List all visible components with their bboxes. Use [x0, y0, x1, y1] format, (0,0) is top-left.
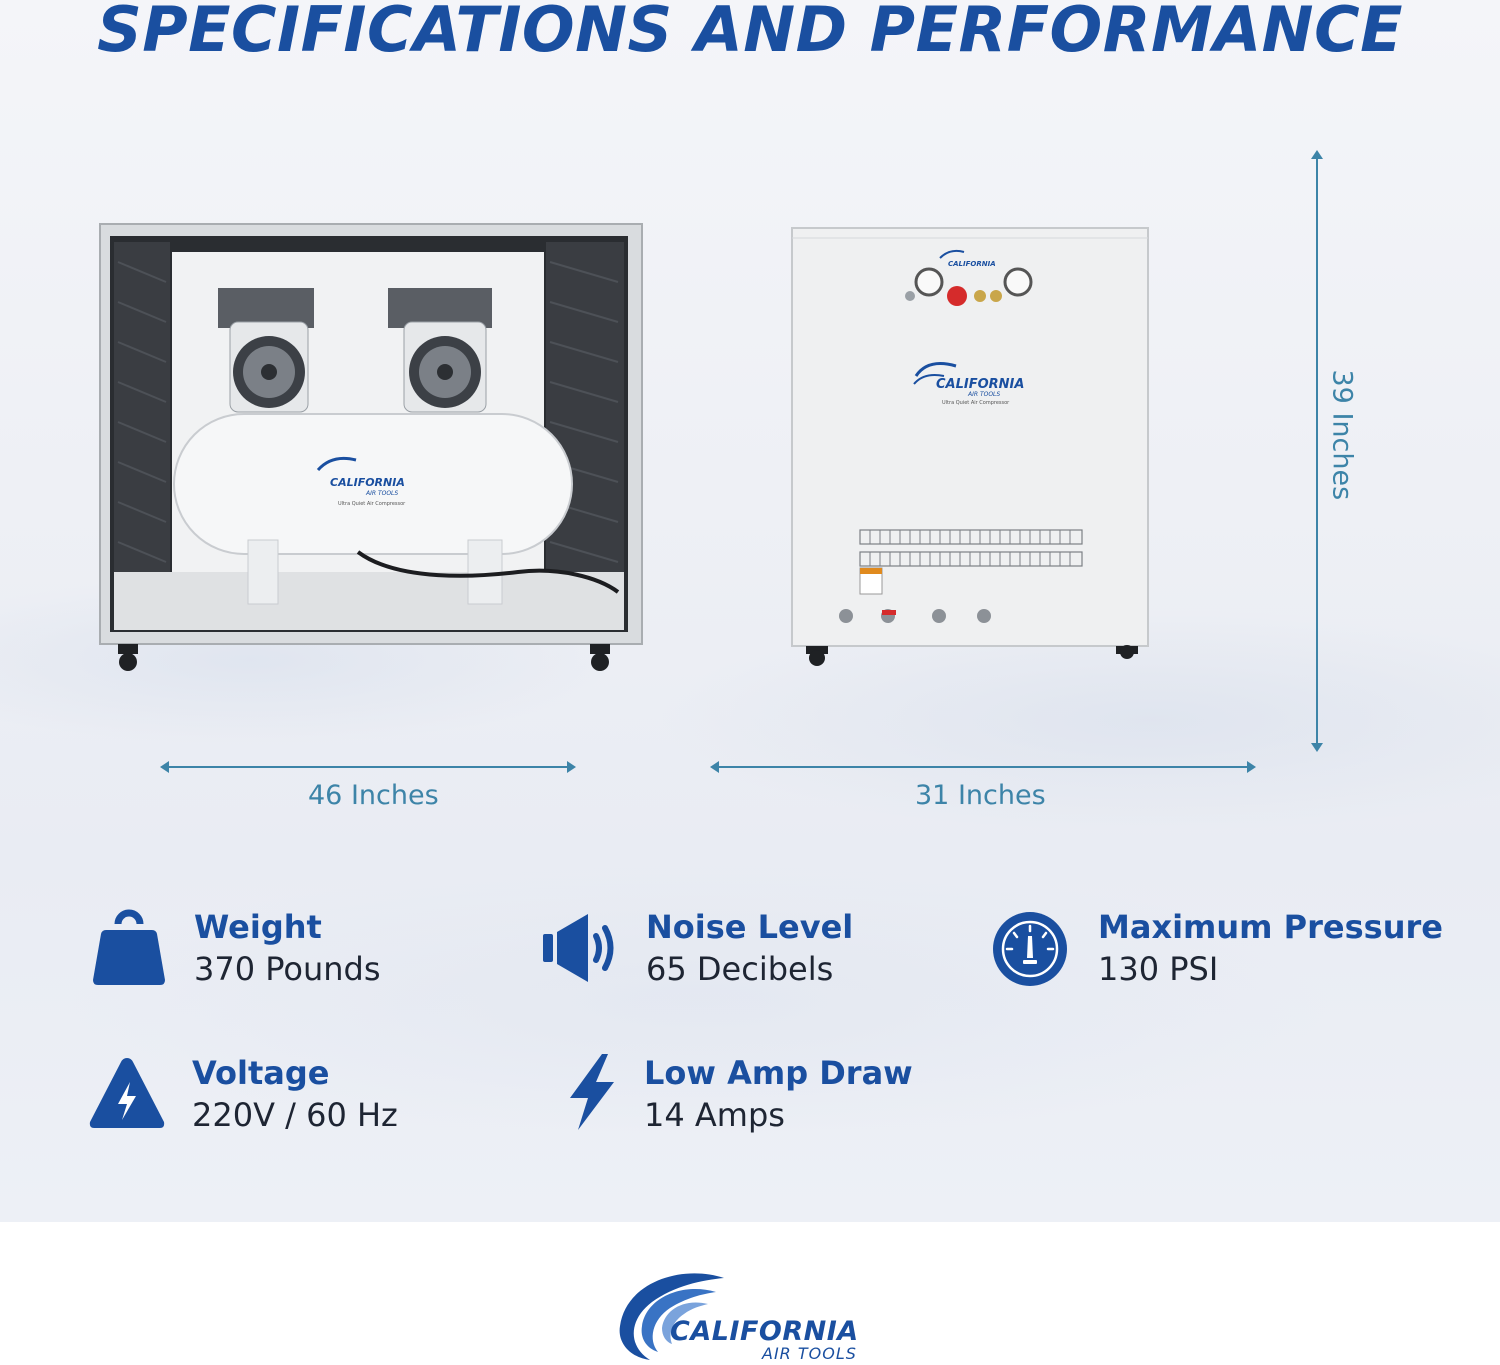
spec-voltage: Voltage 220V / 60 Hz — [88, 1052, 508, 1142]
closed-cabinet-compressor-image: CALIFORNIA CALIFORNIA AIR TOOLS Ultra Qu… — [791, 227, 1149, 666]
spec-maximum-pressure: Maximum Pressure 130 PSI — [992, 906, 1443, 996]
brand-swoosh-icon — [619, 1273, 724, 1360]
width-label-left: 46 Inches — [308, 780, 439, 811]
width-dimension-arrow-right — [710, 761, 1256, 773]
spec-noise-level: Noise Level 65 Decibels — [542, 906, 962, 996]
pressure-gauge-icon — [993, 912, 1067, 986]
width-dimension-arrow-left — [160, 761, 576, 773]
spec-name: Maximum Pressure — [1098, 908, 1443, 946]
spec-value: 220V / 60 Hz — [192, 1096, 398, 1134]
speaker-icon — [543, 914, 614, 982]
open-enclosure-compressor-image: CALIFORNIA AIR TOOLS Ultra Quiet Air Com… — [99, 223, 643, 671]
height-label: 39 Inches — [1326, 369, 1358, 501]
spec-value: 370 Pounds — [194, 950, 381, 988]
svg-text:CALIFORNIA: CALIFORNIA — [948, 260, 996, 268]
spec-value: 65 Decibels — [646, 950, 834, 988]
lightning-bolt-icon — [570, 1054, 614, 1130]
spec-name: Noise Level — [646, 908, 854, 946]
brand-subtitle: AIR TOOLS — [762, 1344, 857, 1363]
spec-name: Voltage — [192, 1054, 330, 1092]
spec-value: 130 PSI — [1098, 950, 1219, 988]
tank-badge-brand: CALIFORNIA — [330, 476, 405, 489]
weight-icon — [93, 909, 165, 985]
brand-name: CALIFORNIA — [670, 1316, 859, 1347]
spec-name: Weight — [194, 908, 322, 946]
page-title: SPECIFICATIONS AND PERFORMANCE — [97, 0, 1403, 66]
spec-name: Low Amp Draw — [644, 1054, 913, 1092]
height-dimension-arrow — [1311, 150, 1323, 752]
spec-value: 14 Amps — [644, 1096, 785, 1134]
cabinet-badge-desc: Ultra Quiet Air Compressor — [942, 400, 1010, 406]
cabinet-badge-brand: CALIFORNIA — [936, 377, 1024, 392]
tank-badge-sub: AIR TOOLS — [365, 490, 398, 497]
footer — [0, 1222, 1500, 1365]
cabinet-badge-sub: AIR TOOLS — [967, 391, 1000, 398]
voltage-warning-icon — [89, 1058, 165, 1128]
spec-low-amp-draw: Low Amp Draw 14 Amps — [566, 1052, 986, 1142]
tank-badge-desc: Ultra Quiet Air Compressor — [338, 501, 406, 507]
brand-logo: CALIFORNIA AIR TOOLS — [612, 1268, 888, 1364]
spec-weight: Weight 370 Pounds — [92, 906, 512, 996]
width-label-right: 31 Inches — [915, 780, 1046, 811]
